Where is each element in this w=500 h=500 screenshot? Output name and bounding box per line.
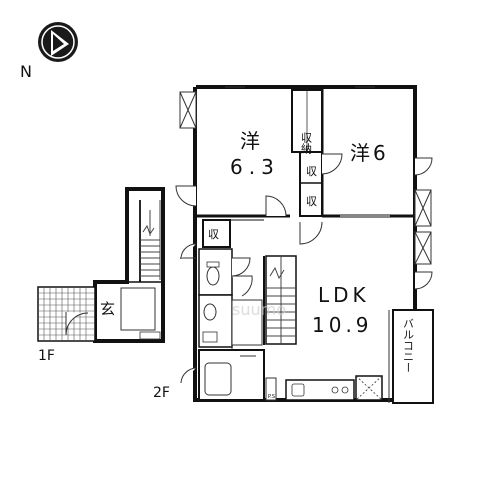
ldk-name: LDK xyxy=(318,283,370,307)
western-room-b-name: 洋 xyxy=(350,141,370,165)
storage-label-upper: 収 xyxy=(306,165,317,178)
balcony-label: バルコニー xyxy=(402,318,415,373)
balcony xyxy=(388,309,434,404)
floor-label-1f: 1F xyxy=(38,348,55,364)
toilet xyxy=(198,248,233,296)
western-room-a-name: 洋 xyxy=(240,129,260,153)
north-arrow-icon xyxy=(38,22,78,62)
entrance-label: 玄 xyxy=(100,300,115,318)
doors xyxy=(175,153,433,384)
storage-label-small: 収 xyxy=(208,228,219,241)
kitchen-counter xyxy=(285,379,355,401)
bathroom xyxy=(198,349,265,401)
north-label: N xyxy=(20,62,32,81)
stairs-1f xyxy=(139,200,161,280)
ps-label: P.S xyxy=(268,394,275,400)
western-room-b-size: 6 xyxy=(373,141,386,165)
western-room-a-size: 6.3 xyxy=(230,155,280,179)
storage-label-lower: 収 xyxy=(306,195,317,208)
stairs-2f xyxy=(265,255,297,345)
second-floor: P.S xyxy=(175,85,434,404)
floor-label-2f: 2F xyxy=(153,385,170,401)
first-floor: 玄 xyxy=(37,187,165,343)
ldk-size: 10.9 xyxy=(312,313,373,337)
storage-label-main: 収納 xyxy=(300,132,313,155)
watermark: suumo xyxy=(232,300,286,319)
windows xyxy=(179,86,432,265)
washroom xyxy=(198,294,263,348)
